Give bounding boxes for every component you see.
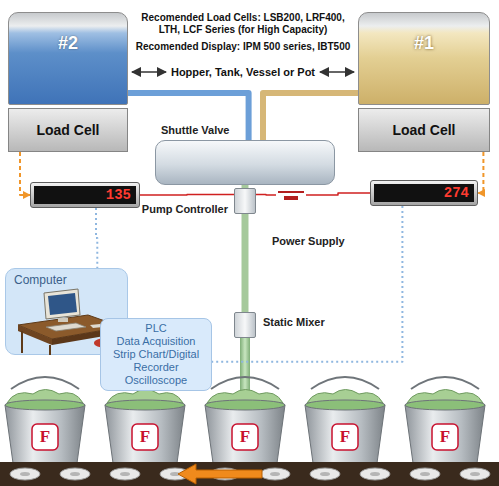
- conveyor-rollers: [0, 462, 499, 486]
- node-text: Computer: [14, 273, 67, 287]
- node-text: Load Cell: [36, 122, 99, 138]
- pipe: [242, 214, 249, 312]
- direction-arrow: [178, 464, 262, 484]
- node-text: Pump Controller: [142, 203, 228, 215]
- node-text: 274: [374, 184, 474, 202]
- node-text: Data Acquisition Strip Chart/Digital Rec…: [106, 335, 206, 387]
- pipe: [128, 93, 249, 140]
- power-supply: Power Supply: [276, 185, 306, 205]
- digital-display: 274: [370, 180, 478, 206]
- spec-note: Recomended Display: IPM 500 series, IBT5…: [136, 41, 351, 53]
- node-text: Static Mixer: [263, 316, 325, 328]
- pipe: [263, 93, 358, 140]
- node-heading: PLC: [106, 322, 206, 335]
- pump-controller: Pump Controller: [234, 188, 256, 214]
- signal-line: [20, 152, 30, 195]
- wire: [140, 194, 234, 196]
- bucket: [305, 377, 385, 463]
- tank: #1: [358, 12, 490, 105]
- logo-letter: F: [440, 428, 450, 446]
- conveyor-belt: [0, 462, 499, 486]
- node-text: Load Cell: [392, 122, 455, 138]
- digital-display: 135: [30, 182, 140, 208]
- logo-letter: F: [40, 428, 50, 446]
- tank: #2: [8, 12, 128, 105]
- load-cell: Load Cell: [8, 108, 128, 152]
- data-box: PLCData Acquisition Strip Chart/Digital …: [100, 318, 212, 391]
- bucket: [205, 377, 285, 463]
- wire: [256, 194, 276, 196]
- signal-line: [478, 152, 483, 193]
- static-mixer: Static Mixer: [234, 312, 256, 338]
- node-text: 135: [34, 186, 136, 204]
- node-text: Shuttle Valve: [161, 124, 229, 136]
- logo-letter: F: [140, 428, 150, 446]
- signal-line: [96, 208, 97, 268]
- vessel-label: Hopper, Tank, Vessel or Pot: [171, 66, 315, 78]
- bucket: [5, 377, 85, 463]
- pointer-arrow: [132, 71, 166, 73]
- top-notes: Recomended Load Cells: LSB200, LRF400, L…: [131, 12, 355, 53]
- logo-letter: F: [340, 428, 350, 446]
- shuttle-valve: Shuttle Valve: [155, 140, 335, 185]
- pointer-arrow: [320, 71, 354, 73]
- bucket: [405, 377, 485, 463]
- logo-letter: F: [240, 428, 250, 446]
- wire: [306, 193, 370, 195]
- node-text: #1: [414, 33, 434, 54]
- node-text: #2: [58, 33, 78, 54]
- spec-note: Recomended Load Cells: LSB200, LRF400, L…: [131, 12, 355, 36]
- node-text: Power Supply: [272, 235, 345, 247]
- signal-line: [212, 206, 402, 362]
- load-cell: Load Cell: [358, 108, 490, 152]
